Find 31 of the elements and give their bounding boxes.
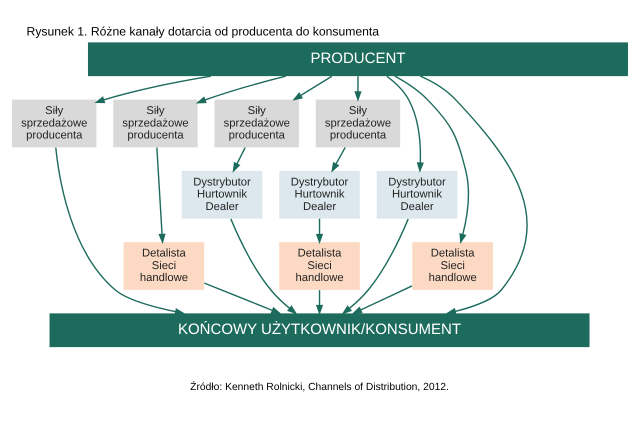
node-box: KOŃCOWY UŻYTKOWNIK/KONSUMENT (50, 312, 590, 347)
node-box: Dystrybutor Hurtownik Dealer (376, 170, 458, 218)
arrow (94, 74, 211, 103)
node-box: Siły sprzedażowe producenta (214, 99, 299, 147)
arrow (394, 75, 470, 244)
node-box: PRODUCENT (88, 42, 628, 76)
node-box: Detalista Sieci handlowe (124, 242, 204, 290)
arrow (316, 290, 324, 315)
arrow (420, 75, 528, 314)
node-box: Detalista Sieci handlowe (279, 242, 360, 290)
arrow (386, 75, 424, 172)
node-box: Siły sprzedażowe producenta (316, 99, 400, 147)
caption: Źródło: Kenneth Rolnicki, Channels of Distribution, 2012. (190, 382, 449, 392)
arrow (232, 146, 246, 172)
arrow (230, 218, 298, 314)
arrow (204, 282, 282, 314)
arrow (354, 76, 362, 102)
node-box: Dystrybutor Hurtownik Dealer (182, 170, 262, 218)
node-box: Dystrybutor Hurtownik Dealer (279, 170, 360, 218)
arrow (292, 75, 332, 100)
node-box: Siły sprzedażowe producenta (113, 99, 198, 147)
node-box: Siły sprzedażowe producenta (12, 99, 96, 147)
arrow (196, 75, 286, 103)
arrow (331, 146, 346, 172)
arrow (55, 147, 186, 315)
arrow (316, 218, 324, 244)
arrow (156, 147, 166, 244)
node-box: Detalista Sieci handlowe (412, 242, 493, 290)
diagram-title: Rysunek 1. Różne kanały dotarcia od producenta do konsumenta (26, 24, 380, 38)
arrow (352, 284, 412, 314)
arrow (342, 218, 409, 314)
